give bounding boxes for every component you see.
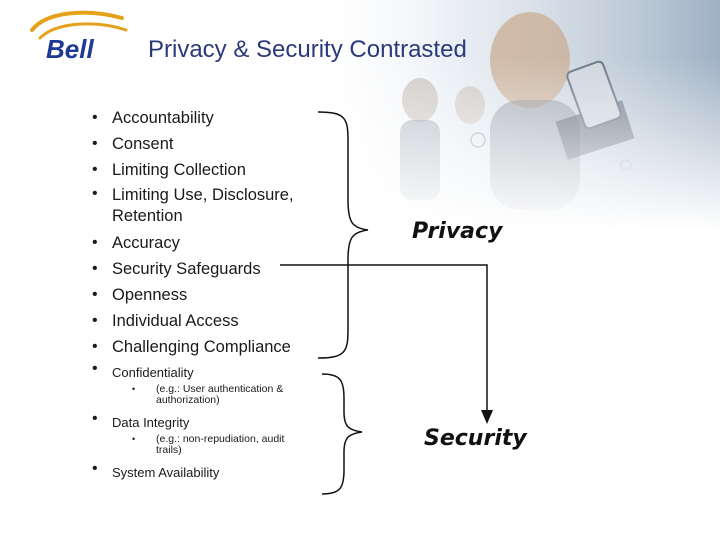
list-item-text: System Availability (112, 465, 220, 480)
sub-list: (e.g.: non-repudiation, audit trails) (112, 434, 306, 456)
list-item-text: Confidentiality (112, 365, 194, 380)
list-item-text: Data Integrity (112, 415, 190, 430)
arrow-head (481, 410, 493, 424)
security-brace (321, 373, 363, 495)
list-item: Individual Access (92, 308, 322, 334)
list-item: Data Integrity (e.g.: non-repudiation, a… (92, 410, 306, 456)
list-item: Security Safeguards (92, 256, 322, 282)
list-item-text: Limiting Use, Disclosure, Retention (112, 186, 294, 225)
privacy-label: Privacy (412, 219, 503, 244)
logo-text: Bell (46, 34, 94, 64)
list-item: Accountability (92, 105, 322, 131)
list-item: System Availability (92, 460, 306, 484)
list-item: Accuracy (92, 230, 322, 256)
sub-list: (e.g.: User authentication & authorizati… (112, 384, 306, 406)
sub-list-item: (e.g.: User authentication & authorizati… (132, 384, 306, 406)
security-label: Security (424, 426, 527, 451)
list-item: Challenging Compliance (92, 334, 322, 360)
list-item: Limiting Use, Disclosure, Retention (92, 183, 322, 230)
sub-list-item: (e.g.: non-repudiation, audit trails) (132, 434, 306, 456)
page-title: Privacy & Security Contrasted (148, 36, 467, 63)
list-item: Confidentiality (e.g.: User authenticati… (92, 360, 306, 406)
bell-logo: Bell (30, 10, 128, 64)
security-properties-list: Confidentiality (e.g.: User authenticati… (92, 360, 306, 484)
header-photo-collage (300, 0, 720, 230)
list-item: Consent (92, 131, 322, 157)
list-item: Openness (92, 282, 322, 308)
privacy-principles-list: Accountability Consent Limiting Collecti… (92, 105, 322, 360)
list-item: Limiting Collection (92, 157, 322, 183)
